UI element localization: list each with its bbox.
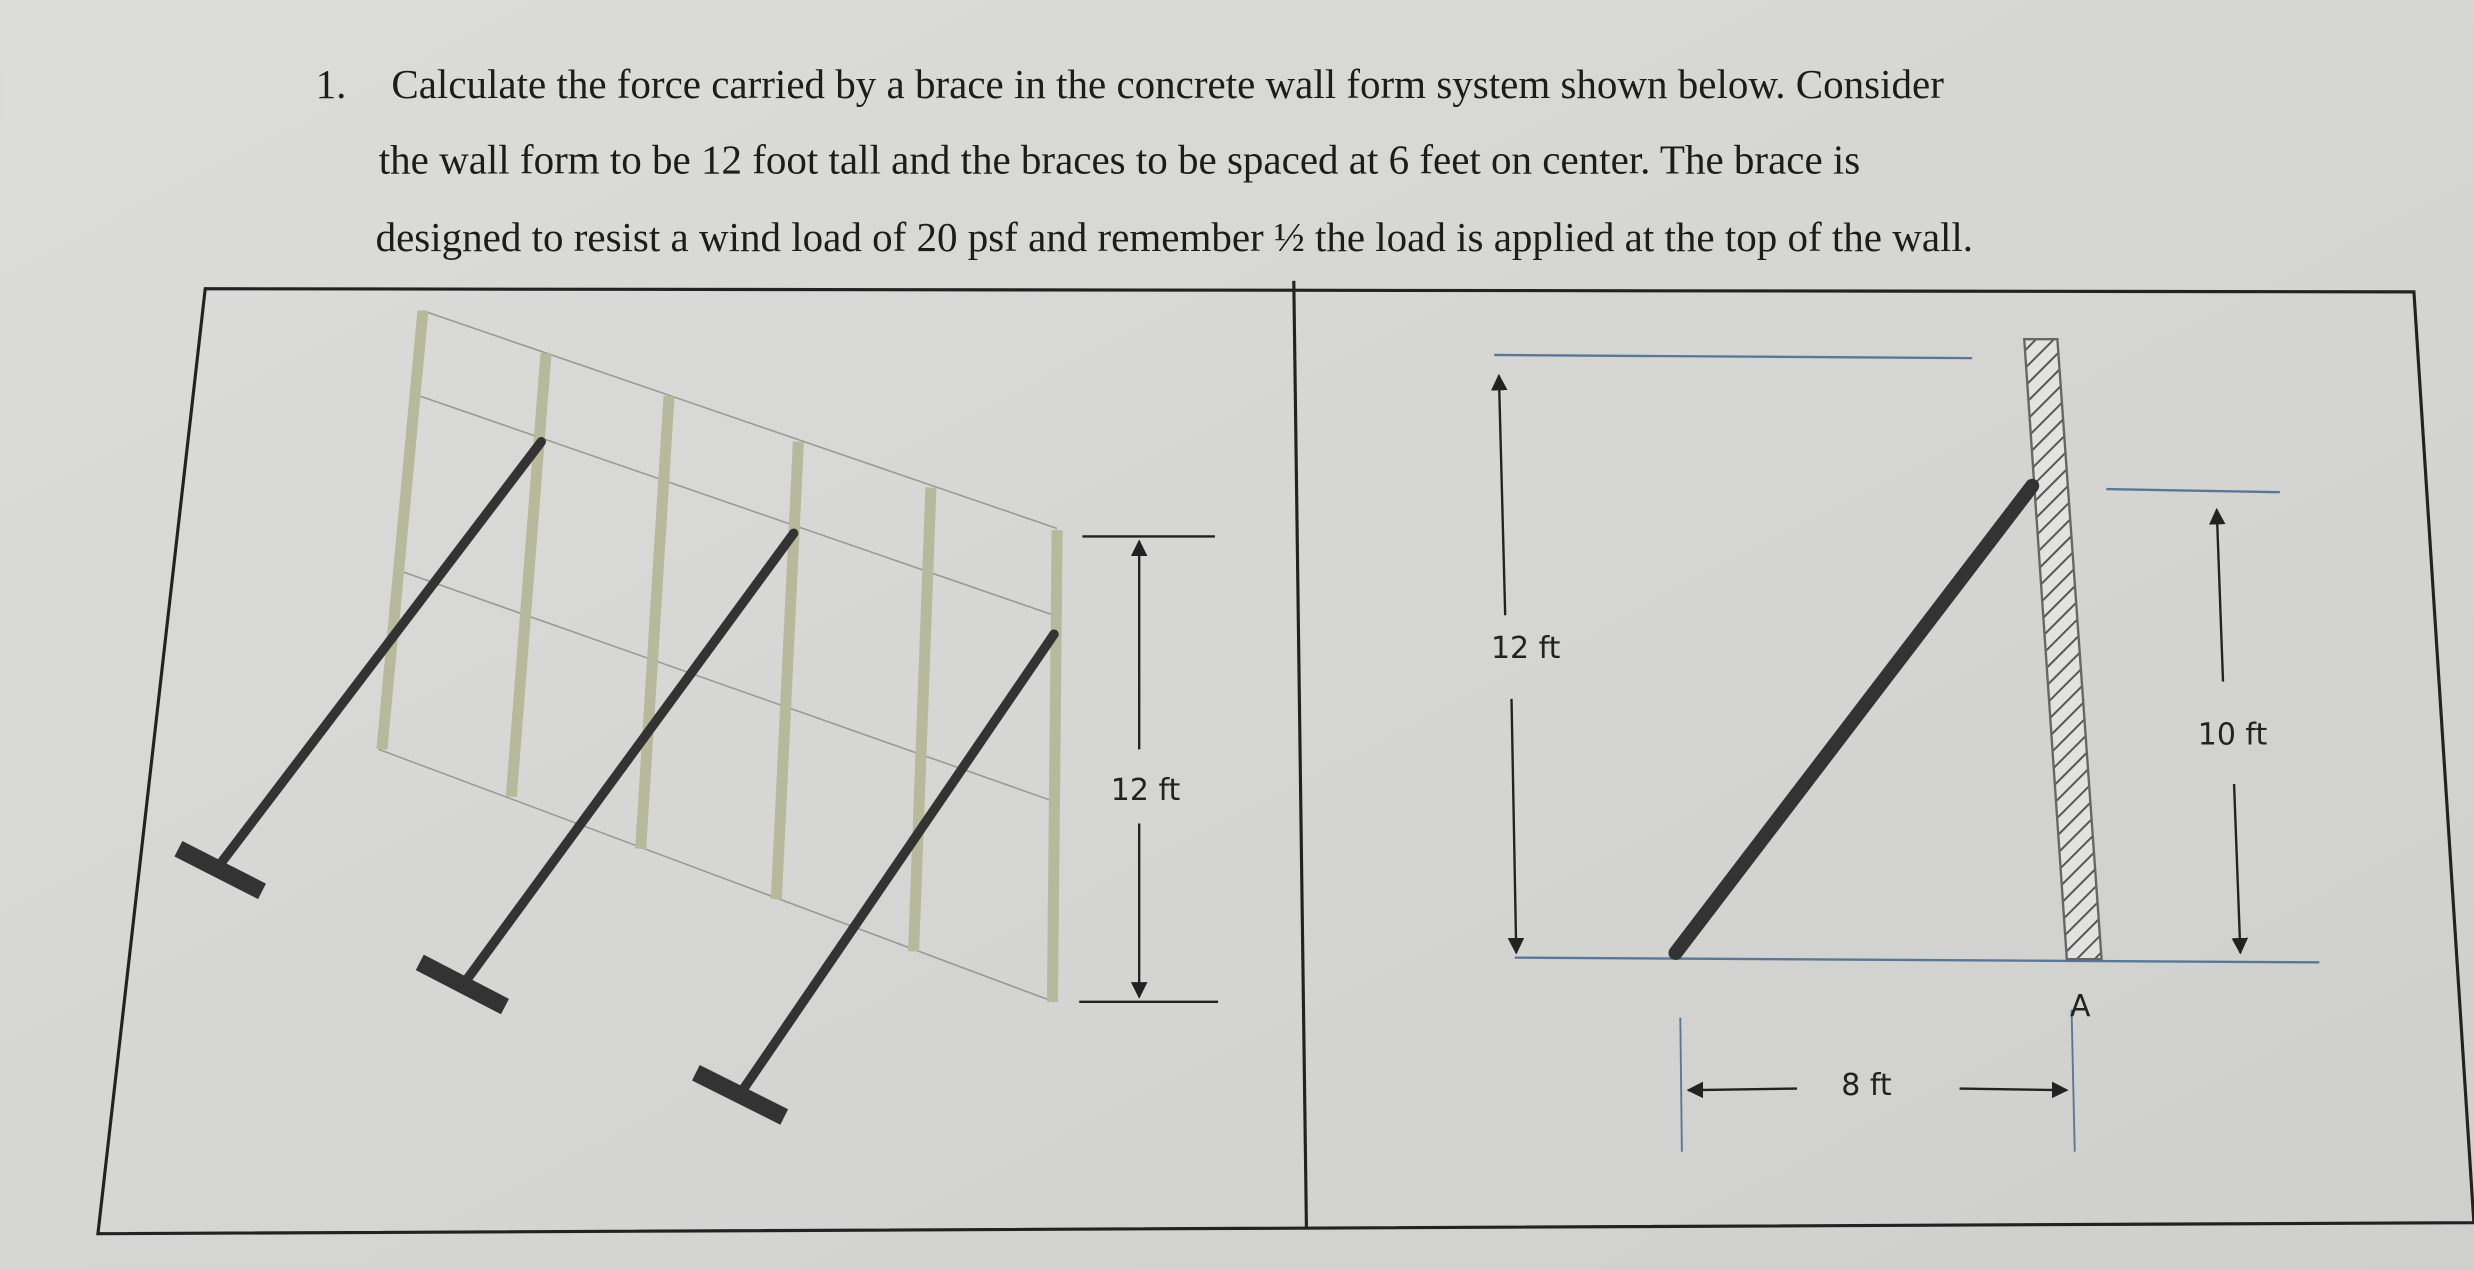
brace-height-label: 10 ft: [2198, 718, 2268, 753]
question-line-3: designed to resist a wind load of 20 psf…: [376, 214, 1973, 260]
left-height-label: 12 ft: [1111, 773, 1181, 808]
ground-line: [1514, 956, 2320, 964]
brace-section-diagram: 12 ft 10 ft 8 ft A: [1491, 338, 2320, 1152]
wall-panel-outline: [378, 310, 1058, 1003]
question-line-2: the wall form to be 12 foot tall and the…: [379, 137, 1861, 183]
braces: [216, 437, 1059, 1097]
point-a-label: A: [2070, 989, 2091, 1024]
question-number: 1.: [316, 61, 347, 107]
base-distance-label: 8 ft: [1841, 1068, 1892, 1103]
height-dimension-left: [1079, 535, 1219, 1003]
brace: [1668, 478, 2040, 960]
wall-form-perspective: 12 ft: [174, 310, 1219, 1125]
brace-1: [216, 437, 546, 868]
question-line-1: Calculate the force carried by a brace i…: [391, 61, 1944, 107]
wall-height-label: 12 ft: [1491, 631, 1561, 666]
brace-2: [460, 528, 799, 987]
brace-3: [736, 629, 1059, 1097]
wall-studs: [376, 310, 1063, 1002]
wall-hatched: [2022, 338, 2103, 961]
brace-foot-plates: [174, 841, 789, 1125]
